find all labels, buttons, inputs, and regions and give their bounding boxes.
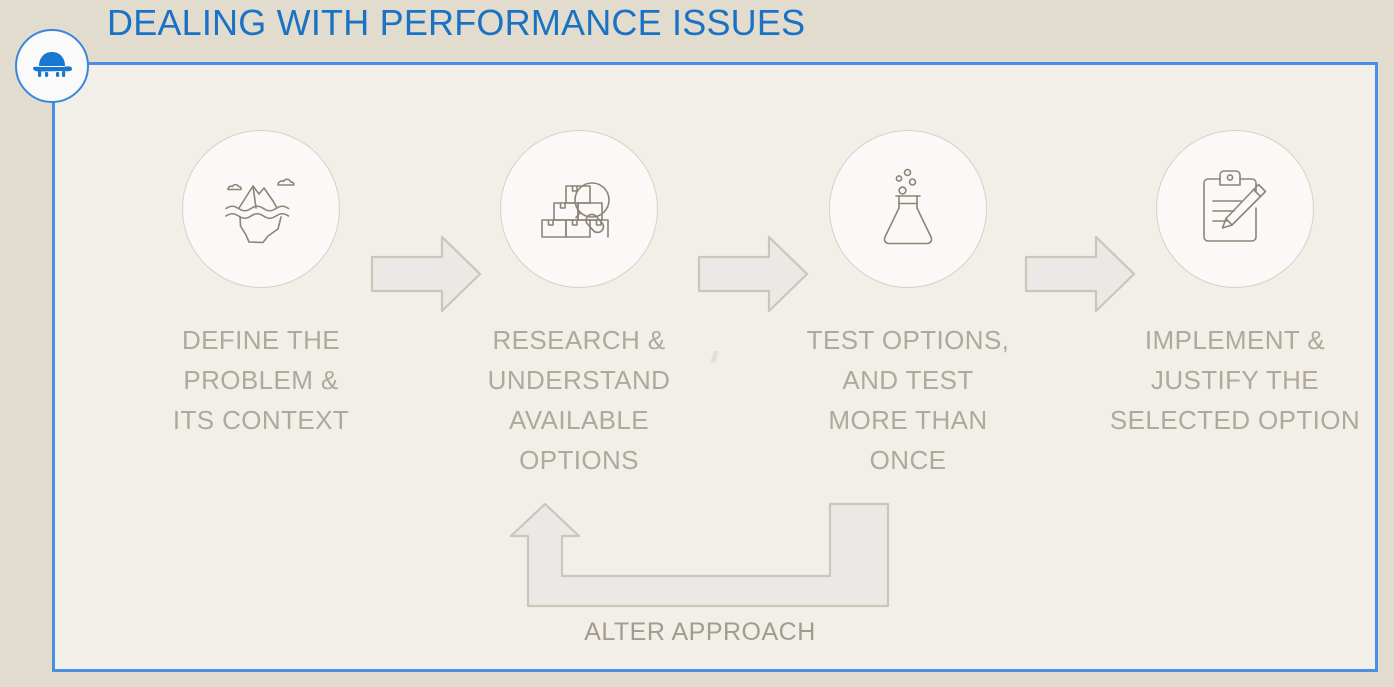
feedback-loop-label: ALTER APPROACH — [584, 618, 816, 646]
step-1-label: DEFINE THE PROBLEM & ITS CONTEXT — [172, 325, 350, 435]
boxes-magnifier-icon — [533, 163, 625, 255]
step-1-icon-circle — [182, 130, 340, 288]
step-3-icon-circle — [829, 130, 987, 288]
process-flow: DEFINE THE PROBLEM & ITS CONTEXT — [52, 62, 1378, 475]
arrow-right-icon-1 — [370, 235, 482, 313]
step-2-icon-circle — [500, 130, 658, 288]
turtle-logo-badge — [15, 29, 89, 103]
process-step-3[interactable]: TEST OPTIONS, AND TEST MORE THAN ONCE — [778, 130, 1038, 480]
step-4-icon-circle — [1156, 130, 1314, 288]
process-step-4[interactable]: IMPLEMENT & JUSTIFY THE SELECTED OPTION — [1105, 130, 1365, 440]
step-4-label: IMPLEMENT & JUSTIFY THE SELECTED OPTION — [1109, 325, 1361, 435]
iceberg-icon — [215, 163, 307, 255]
step-2-label: RESEARCH & UNDERSTAND AVAILABLE OPTIONS — [487, 325, 671, 475]
step-3-label: TEST OPTIONS, AND TEST MORE THAN ONCE — [806, 325, 1010, 475]
flask-icon — [862, 163, 954, 255]
turtle-logo-icon — [29, 50, 75, 82]
page-title: DEALING WITH PERFORMANCE ISSUES — [107, 2, 806, 43]
process-step-2[interactable]: RESEARCH & UNDERSTAND AVAILABLE OPTIONS — [449, 130, 709, 480]
arrow-right-icon-2 — [697, 235, 809, 313]
process-step-1[interactable]: DEFINE THE PROBLEM & ITS CONTEXT — [131, 130, 391, 440]
u-turn-arrow-icon — [500, 502, 900, 610]
arrow-right-icon-3 — [1024, 235, 1136, 313]
clipboard-pencil-icon — [1189, 163, 1281, 255]
